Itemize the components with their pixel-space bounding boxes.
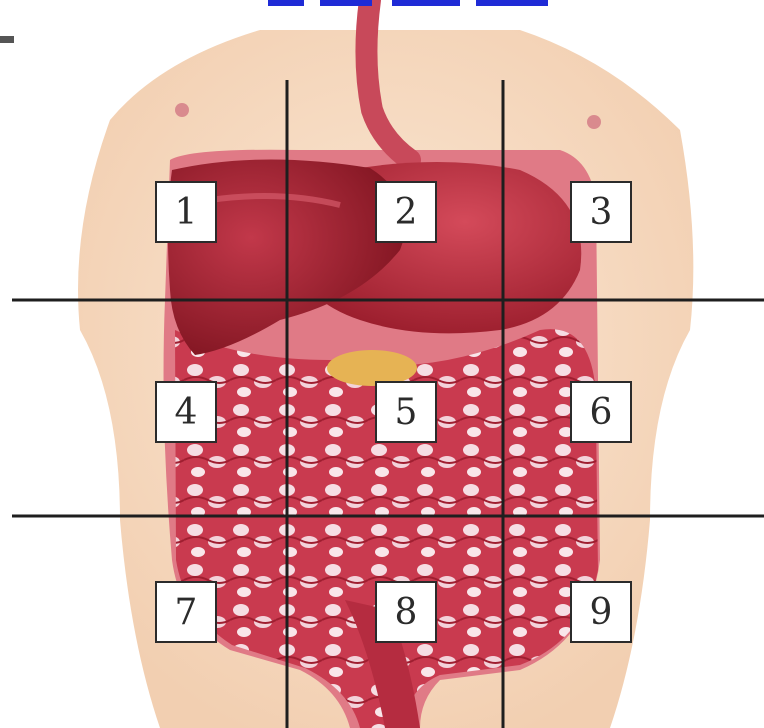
region-label-4: 4	[155, 381, 217, 443]
title-fragment	[268, 0, 548, 6]
corner-dash	[0, 36, 14, 43]
region-label-9: 9	[570, 581, 632, 643]
region-label-7: 7	[155, 581, 217, 643]
region-label-3: 3	[570, 181, 632, 243]
region-label-2: 2	[375, 181, 437, 243]
region-label-6: 6	[570, 381, 632, 443]
left-nipple	[175, 103, 189, 117]
region-label-8: 8	[375, 581, 437, 643]
right-nipple	[587, 115, 601, 129]
region-label-1: 1	[155, 181, 217, 243]
region-label-5: 5	[375, 381, 437, 443]
